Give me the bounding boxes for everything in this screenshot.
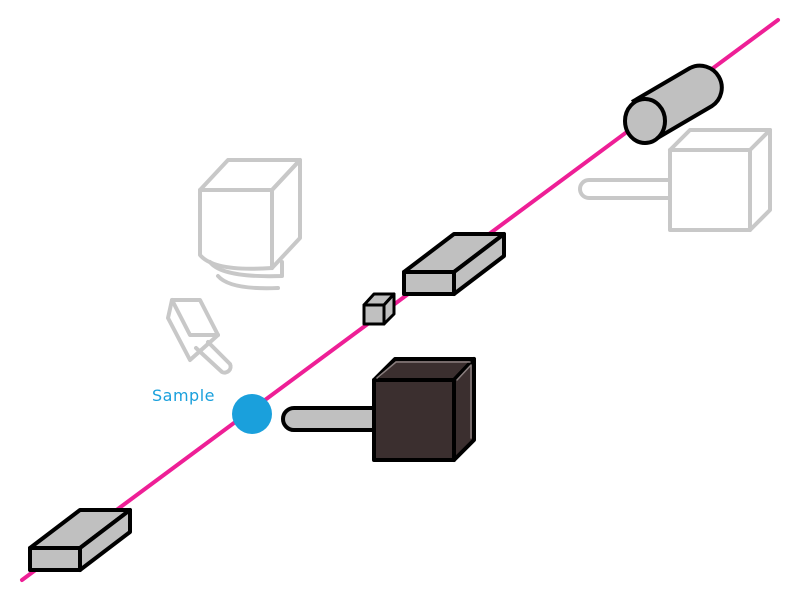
sample-point — [232, 394, 272, 434]
lower-slab — [28, 508, 132, 572]
small-cube — [362, 292, 396, 326]
source-cylinder — [623, 63, 724, 145]
ghost-right-detector — [578, 128, 772, 232]
upper-slab — [402, 232, 506, 296]
sample-label: Sample — [152, 386, 215, 405]
ghost-camera — [198, 158, 302, 291]
dark-detector — [281, 357, 476, 462]
ghost-small-probe — [166, 298, 233, 375]
